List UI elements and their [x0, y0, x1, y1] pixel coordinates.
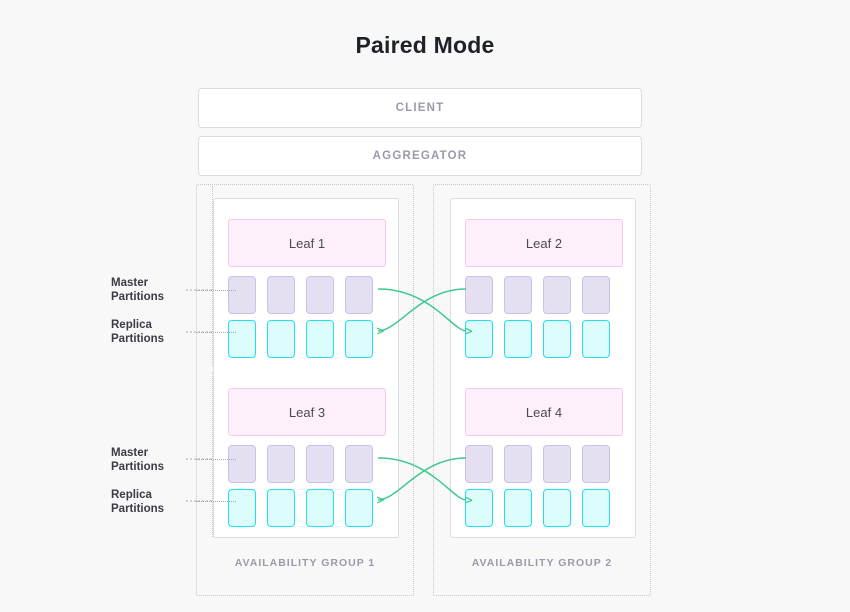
aggregator-label: AGGREGATOR [372, 150, 468, 162]
master-partition [582, 445, 610, 483]
replica-partition [267, 320, 295, 358]
leaf-label: Leaf 1 [288, 235, 326, 251]
master-partition [504, 276, 532, 314]
annotation-replica-partitions-top: Replica Partitions [111, 318, 191, 346]
availability-group-1-label: AVAILABILITY GROUP 1 [234, 557, 376, 569]
master-partition [306, 276, 334, 314]
aggregator-box: AGGREGATOR [198, 136, 642, 176]
replica-partition [465, 320, 493, 358]
replica-partition [582, 320, 610, 358]
replica-partition [306, 489, 334, 527]
master-partition-row-leaf-2 [465, 276, 623, 314]
replica-partition [543, 320, 571, 358]
master-partition-row-leaf-4 [465, 445, 623, 483]
master-partition-row-leaf-1 [228, 276, 386, 314]
leader-line-replica-top [196, 332, 236, 333]
master-partition [306, 445, 334, 483]
leader-line-replica-bottom [196, 501, 236, 502]
page-title: Paired Mode [355, 32, 495, 58]
leaf-label: Leaf 4 [525, 404, 563, 420]
leaf-header-leaf-1: Leaf 1 [228, 219, 386, 267]
master-partition [465, 445, 493, 483]
master-partition [345, 445, 373, 483]
leaf-block-leaf-1: Leaf 1 [228, 219, 386, 358]
replica-partition-row-leaf-4 [465, 489, 623, 527]
leader-line-master-bottom [196, 459, 236, 460]
replica-partition [582, 489, 610, 527]
master-partition [345, 276, 373, 314]
master-partition [465, 276, 493, 314]
leader-line-master-top [196, 290, 236, 291]
annotation-master-partitions-top: Master Partitions [111, 276, 191, 304]
leaf-label: Leaf 2 [525, 235, 563, 251]
leaf-header-leaf-3: Leaf 3 [228, 388, 386, 436]
leaf-block-leaf-3: Leaf 3 [228, 388, 386, 527]
replica-partition [504, 489, 532, 527]
replica-partition-row-leaf-2 [465, 320, 623, 358]
annotation-line-2: Partitions [111, 461, 165, 473]
client-box: CLIENT [198, 88, 642, 128]
leaf-block-leaf-2: Leaf 2 [465, 219, 623, 358]
replica-partition-row-leaf-3 [228, 489, 386, 527]
client-label: CLIENT [395, 102, 445, 114]
annotation-line-1: Replica [111, 319, 152, 331]
master-partition [543, 445, 571, 483]
leaf-header-leaf-2: Leaf 2 [465, 219, 623, 267]
leaf-label: Leaf 3 [288, 404, 326, 420]
master-partition [582, 276, 610, 314]
master-partition [504, 445, 532, 483]
leaf-header-leaf-4: Leaf 4 [465, 388, 623, 436]
replica-partition [465, 489, 493, 527]
replica-partition [543, 489, 571, 527]
annotation-master-partitions-bottom: Master Partitions [111, 446, 191, 474]
master-partition [543, 276, 571, 314]
master-partition-row-leaf-3 [228, 445, 386, 483]
availability-group-2: Leaf 2 Leaf 4 [433, 184, 651, 596]
leader-tick-bottom [212, 372, 213, 537]
replica-partition-row-leaf-1 [228, 320, 386, 358]
leaf-block-leaf-4: Leaf 4 [465, 388, 623, 527]
annotation-line-2: Partitions [111, 503, 165, 515]
annotation-replica-partitions-bottom: Replica Partitions [111, 488, 191, 516]
annotation-line-1: Master [111, 447, 149, 459]
master-partition [228, 445, 256, 483]
replica-partition [228, 489, 256, 527]
replica-partition [345, 320, 373, 358]
availability-group-2-card: Leaf 2 Leaf 4 [450, 198, 636, 538]
replica-partition [267, 489, 295, 527]
replica-partition [228, 320, 256, 358]
availability-group-1: Leaf 1 Leaf 3 [196, 184, 414, 596]
master-partition [267, 276, 295, 314]
availability-group-2-label: AVAILABILITY GROUP 2 [471, 557, 613, 569]
leader-tick-top [212, 186, 213, 366]
master-partition [228, 276, 256, 314]
replica-partition [345, 489, 373, 527]
availability-group-1-card: Leaf 1 Leaf 3 [213, 198, 399, 538]
replica-partition [306, 320, 334, 358]
annotation-line-2: Partitions [111, 291, 165, 303]
annotation-line-2: Partitions [111, 333, 165, 345]
master-partition [267, 445, 295, 483]
annotation-line-1: Master [111, 277, 149, 289]
replica-partition [504, 320, 532, 358]
annotation-line-1: Replica [111, 489, 152, 501]
